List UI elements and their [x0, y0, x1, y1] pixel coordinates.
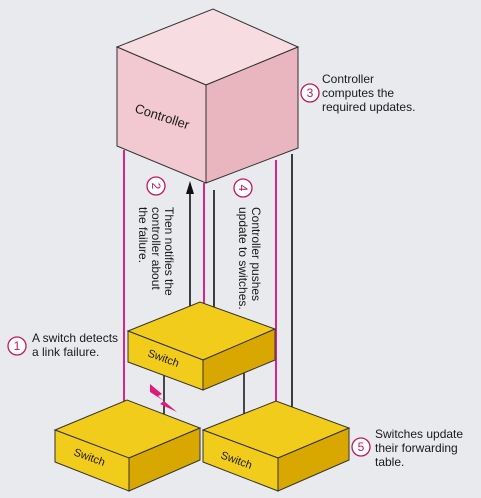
link-failure-bolt-icon	[150, 384, 177, 412]
switch-right-side-face	[277, 427, 350, 492]
step-1-number-circle	[7, 336, 27, 356]
controller-node: Controller	[115, 8, 300, 184]
notify-arrow-head-icon	[186, 181, 194, 194]
step-4: 4 Controller pushes update to switches.	[233, 178, 263, 310]
step-1-line-2: a link failure.	[32, 345, 99, 359]
step-4-number-circle	[233, 178, 253, 198]
step-3-number-circle	[300, 83, 320, 103]
switch-left: Switch	[53, 399, 202, 492]
step-5-line-3: table.	[375, 455, 404, 469]
step-3: 3 Controller computes the required updat…	[300, 72, 415, 114]
step-2: 2 Then notifies the controller about the…	[136, 176, 176, 296]
step-3-number: 3	[307, 86, 314, 100]
switch-right: Switch	[201, 400, 351, 492]
step-4-number: 4	[236, 185, 250, 192]
step-1-number: 1	[14, 339, 21, 353]
step-5-number: 5	[358, 440, 365, 454]
step-2-line-1: Then notifies the	[162, 207, 176, 296]
step-1-line-1: A switch detects	[32, 331, 118, 345]
step-5-line-1: Switches update	[375, 427, 463, 441]
step-2-number: 2	[149, 183, 163, 190]
switch-left-side-face	[128, 427, 201, 492]
step-5: 5 Switches update their forwarding table…	[351, 427, 463, 469]
step-2-line-3: the failure.	[136, 207, 150, 263]
step-3-line-3: required updates.	[322, 100, 415, 114]
controller-side-face	[205, 46, 299, 184]
controller-links	[123, 150, 277, 440]
step-5-number-circle	[351, 437, 371, 457]
step-5-line-2: their forwarding	[375, 441, 458, 455]
switch-middle-side-face	[202, 328, 276, 391]
step-3-line-2: computes the	[322, 86, 394, 100]
step-1: 1 A switch detects a link failure.	[7, 331, 118, 359]
step-2-number-circle	[146, 176, 166, 196]
step-4-line-2: update to switches.	[236, 207, 250, 310]
step-2-line-2: controller about	[149, 207, 163, 290]
step-4-line-1: Controller pushes	[249, 207, 263, 301]
step-3-line-1: Controller	[322, 72, 374, 86]
switch-middle: Switch	[126, 301, 277, 391]
